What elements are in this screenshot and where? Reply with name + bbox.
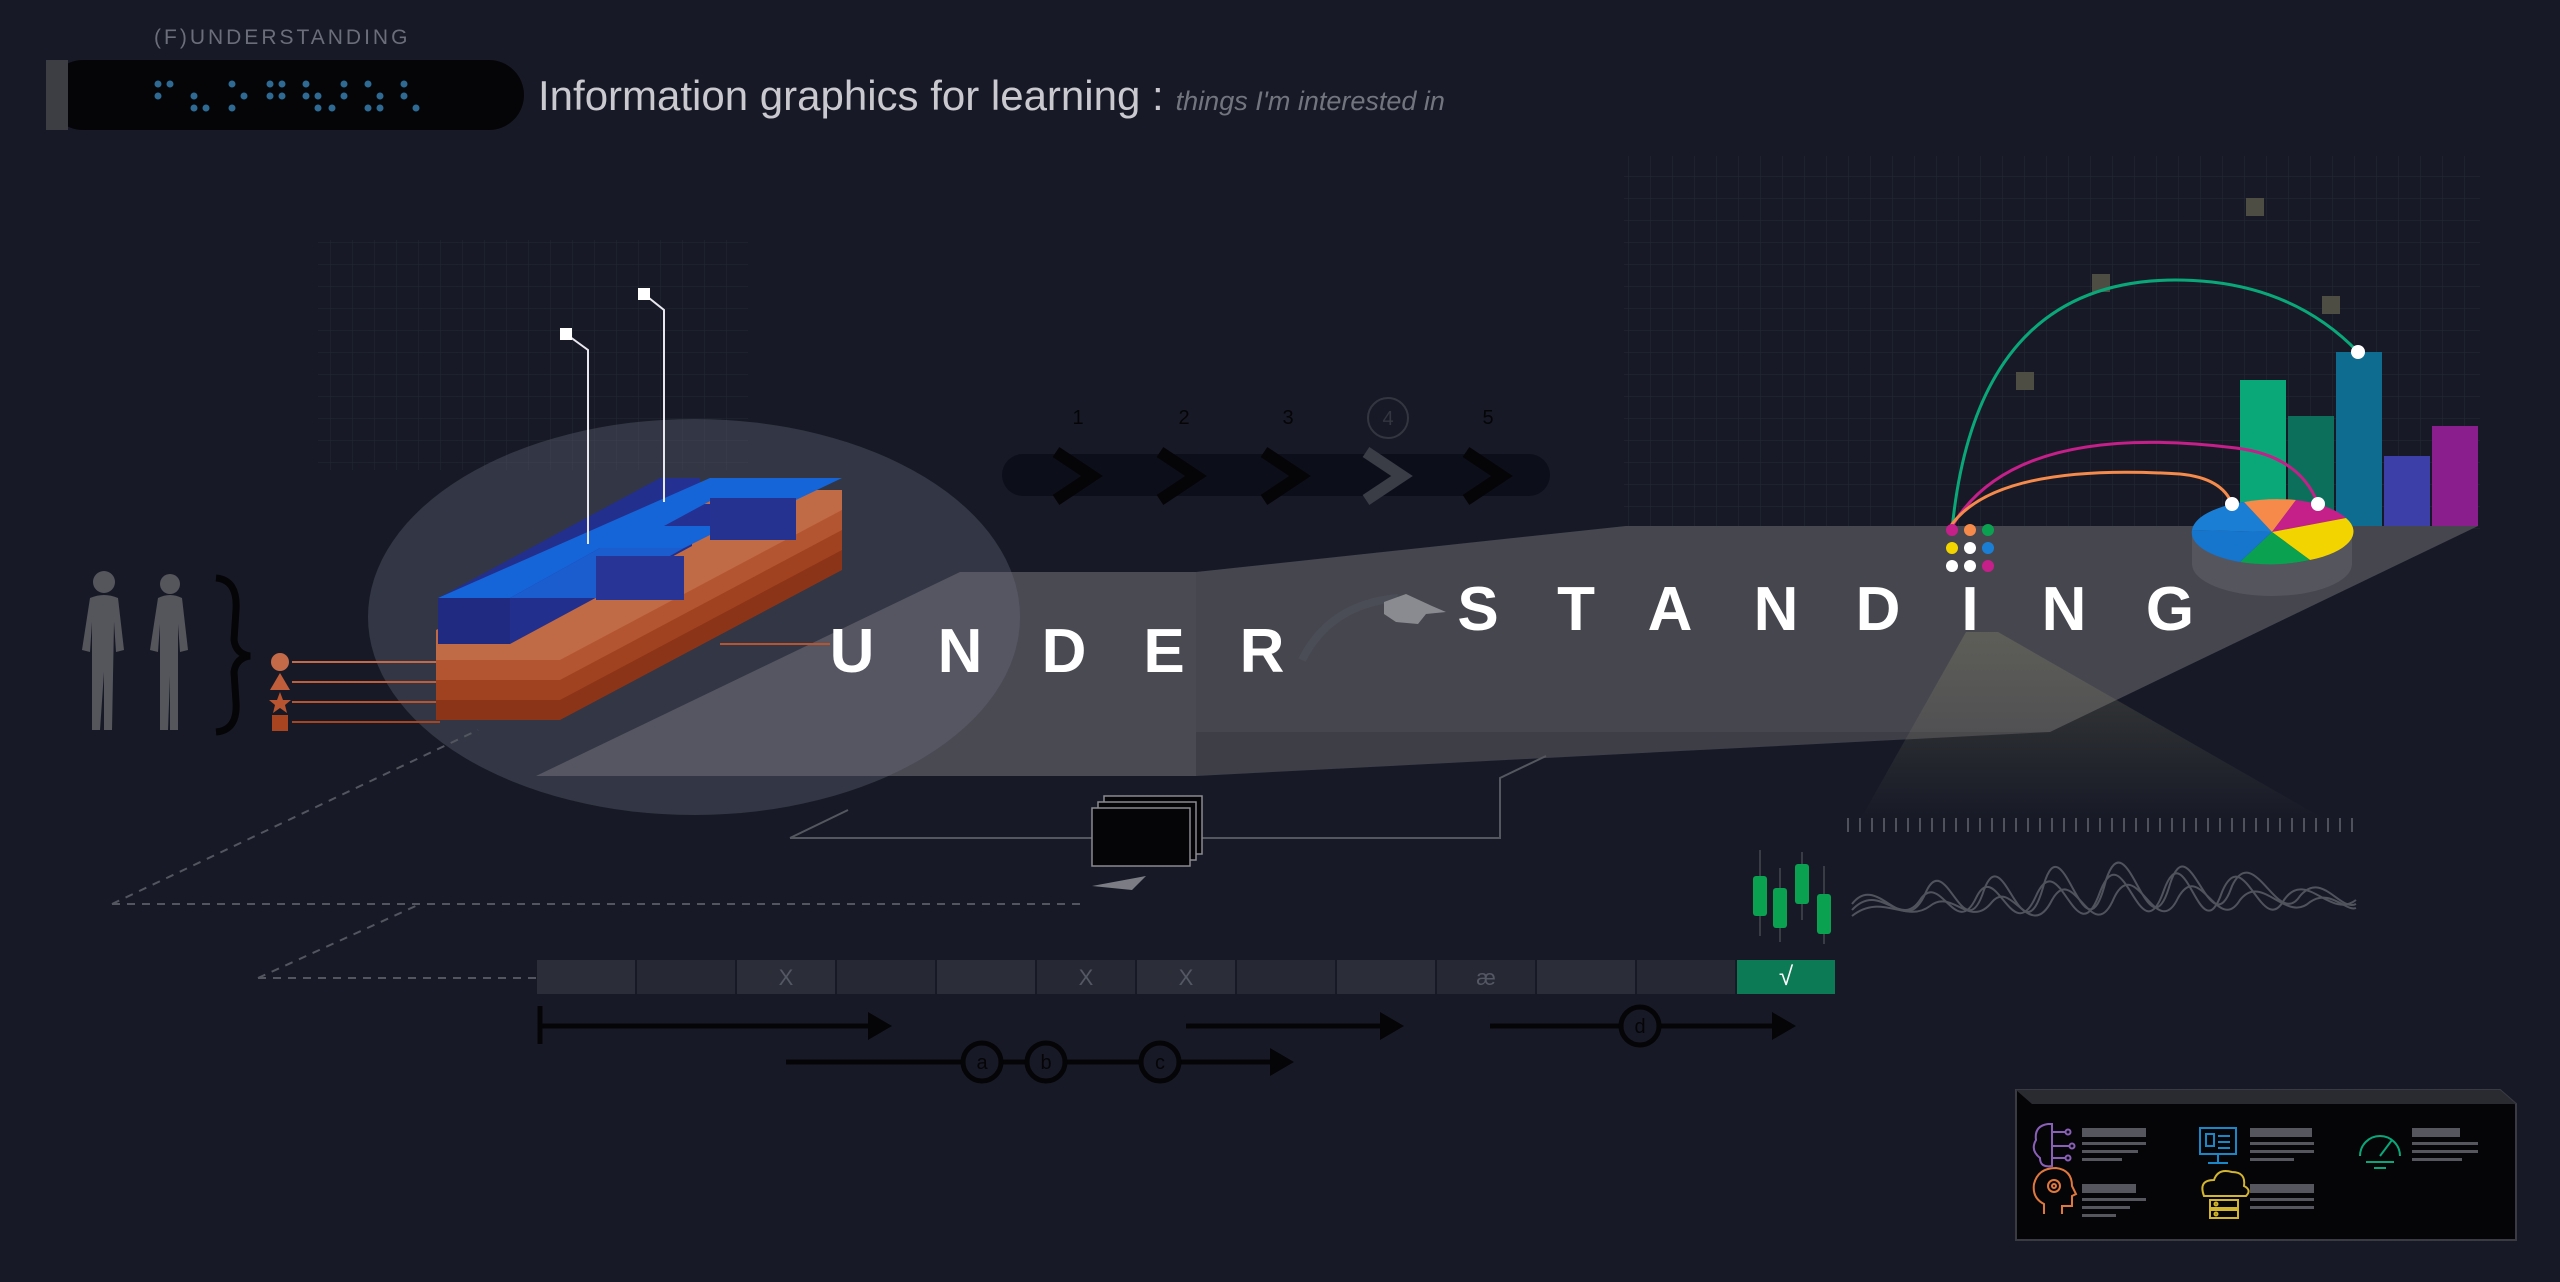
candlestick-icon — [1753, 850, 1831, 944]
svg-text:√: √ — [1779, 961, 1794, 991]
timeline-cell: æ — [1437, 960, 1535, 994]
letter-n: N — [938, 617, 983, 686]
grouping-brace — [215, 574, 251, 736]
letter-d: D — [1042, 617, 1087, 686]
light-beam — [1860, 632, 2326, 820]
steps-track — [1002, 454, 1550, 496]
timeline-cell — [837, 960, 935, 994]
monitor-chart-icon — [2199, 1127, 2237, 1164]
word-under: U N D E R — [830, 617, 1285, 686]
timeline-cell — [1337, 960, 1435, 994]
pie-chart — [2191, 499, 2354, 596]
milestone-b: b — [1024, 1040, 1068, 1084]
timeline-cell — [1637, 960, 1735, 994]
letter-t: T — [1557, 575, 1595, 644]
isometric-f-block — [438, 478, 842, 644]
svg-text:1: 1 — [1072, 407, 1083, 429]
milestone-a: a — [960, 1040, 1004, 1084]
letter-i: I — [1961, 575, 1978, 644]
milestone-c: c — [1138, 1040, 1182, 1084]
process-steps: 1 2 3 4 5 — [1052, 397, 1513, 505]
understanding-platform — [536, 526, 2478, 776]
timeline-cell — [537, 960, 635, 994]
braille-badge — [46, 60, 524, 130]
letter-u: U — [830, 617, 875, 686]
f-callout-pins — [560, 288, 665, 544]
scatter-squares — [2016, 198, 2340, 390]
letter-s: S — [1457, 575, 1498, 644]
timeline-cell — [637, 960, 735, 994]
icon-legend-panel — [2015, 1089, 2517, 1241]
left-grid — [318, 240, 748, 470]
letter-a: A — [1648, 575, 1693, 644]
letter-n2: N — [1754, 575, 1799, 644]
pointer-wedge — [1092, 876, 1146, 890]
timeline-cell — [1537, 960, 1635, 994]
svg-text:æ: æ — [1476, 965, 1496, 990]
svg-text:4: 4 — [1382, 408, 1393, 430]
svg-text:X: X — [779, 965, 794, 990]
svg-text:2: 2 — [1178, 407, 1189, 429]
kicker-label: (F)UNDERSTANDING — [154, 26, 410, 49]
legend-text-3 — [2412, 1128, 2478, 1161]
shape-markers — [269, 643, 830, 731]
timeline-cell: √ — [1737, 960, 1835, 994]
legend-text-5 — [2250, 1184, 2314, 1209]
svg-text:d: d — [1634, 1016, 1645, 1038]
timeline-cell — [1237, 960, 1335, 994]
color-dot-grid — [1946, 524, 1994, 572]
pointing-hand-icon — [1298, 594, 1446, 662]
letter-r: R — [1240, 617, 1285, 686]
step-5: 5 — [1462, 407, 1513, 505]
letter-e: E — [1143, 617, 1184, 686]
svg-text:5: 5 — [1482, 407, 1493, 429]
legend-text-2 — [2250, 1128, 2314, 1161]
step-2: 2 — [1156, 407, 1207, 505]
speedometer-icon — [2359, 1135, 2401, 1169]
step-1: 1 — [1052, 407, 1103, 505]
brain-circuit-icon — [2032, 1123, 2076, 1168]
stacked-cards-icon — [1091, 795, 1203, 867]
wave-tick-ruler — [1847, 818, 2353, 832]
step-4: 4 — [1362, 397, 1413, 505]
timeline-cell: X — [1137, 960, 1235, 994]
svg-text:X: X — [1179, 965, 1194, 990]
milestone-d: d — [1618, 1004, 1662, 1048]
timeline-cell — [937, 960, 1035, 994]
svg-text:X: X — [1079, 965, 1094, 990]
human-figures-icon — [82, 571, 188, 730]
signal-wave — [1851, 861, 2357, 917]
timeline-cell: X — [1037, 960, 1135, 994]
head-gear-icon — [2032, 1166, 2078, 1214]
svg-text:a: a — [976, 1052, 988, 1074]
svg-text:c: c — [1155, 1052, 1165, 1074]
legend-text-4 — [2082, 1184, 2146, 1217]
step-3: 3 — [1260, 407, 1311, 505]
dashed-guides — [111, 729, 1080, 979]
timeline-cell: X — [737, 960, 835, 994]
svg-text:3: 3 — [1282, 407, 1293, 429]
page-title: Information graphics for learning :thing… — [538, 72, 1445, 119]
legend-text-1 — [2082, 1128, 2146, 1161]
letter-n3: N — [2042, 575, 2087, 644]
svg-text:b: b — [1040, 1052, 1051, 1074]
connection-arcs — [1946, 278, 2365, 531]
word-standing: S T A N D I N G — [1457, 575, 2194, 644]
letter-d2: D — [1856, 575, 1901, 644]
cloud-server-icon — [2201, 1170, 2250, 1219]
letter-g: G — [2146, 575, 2194, 644]
